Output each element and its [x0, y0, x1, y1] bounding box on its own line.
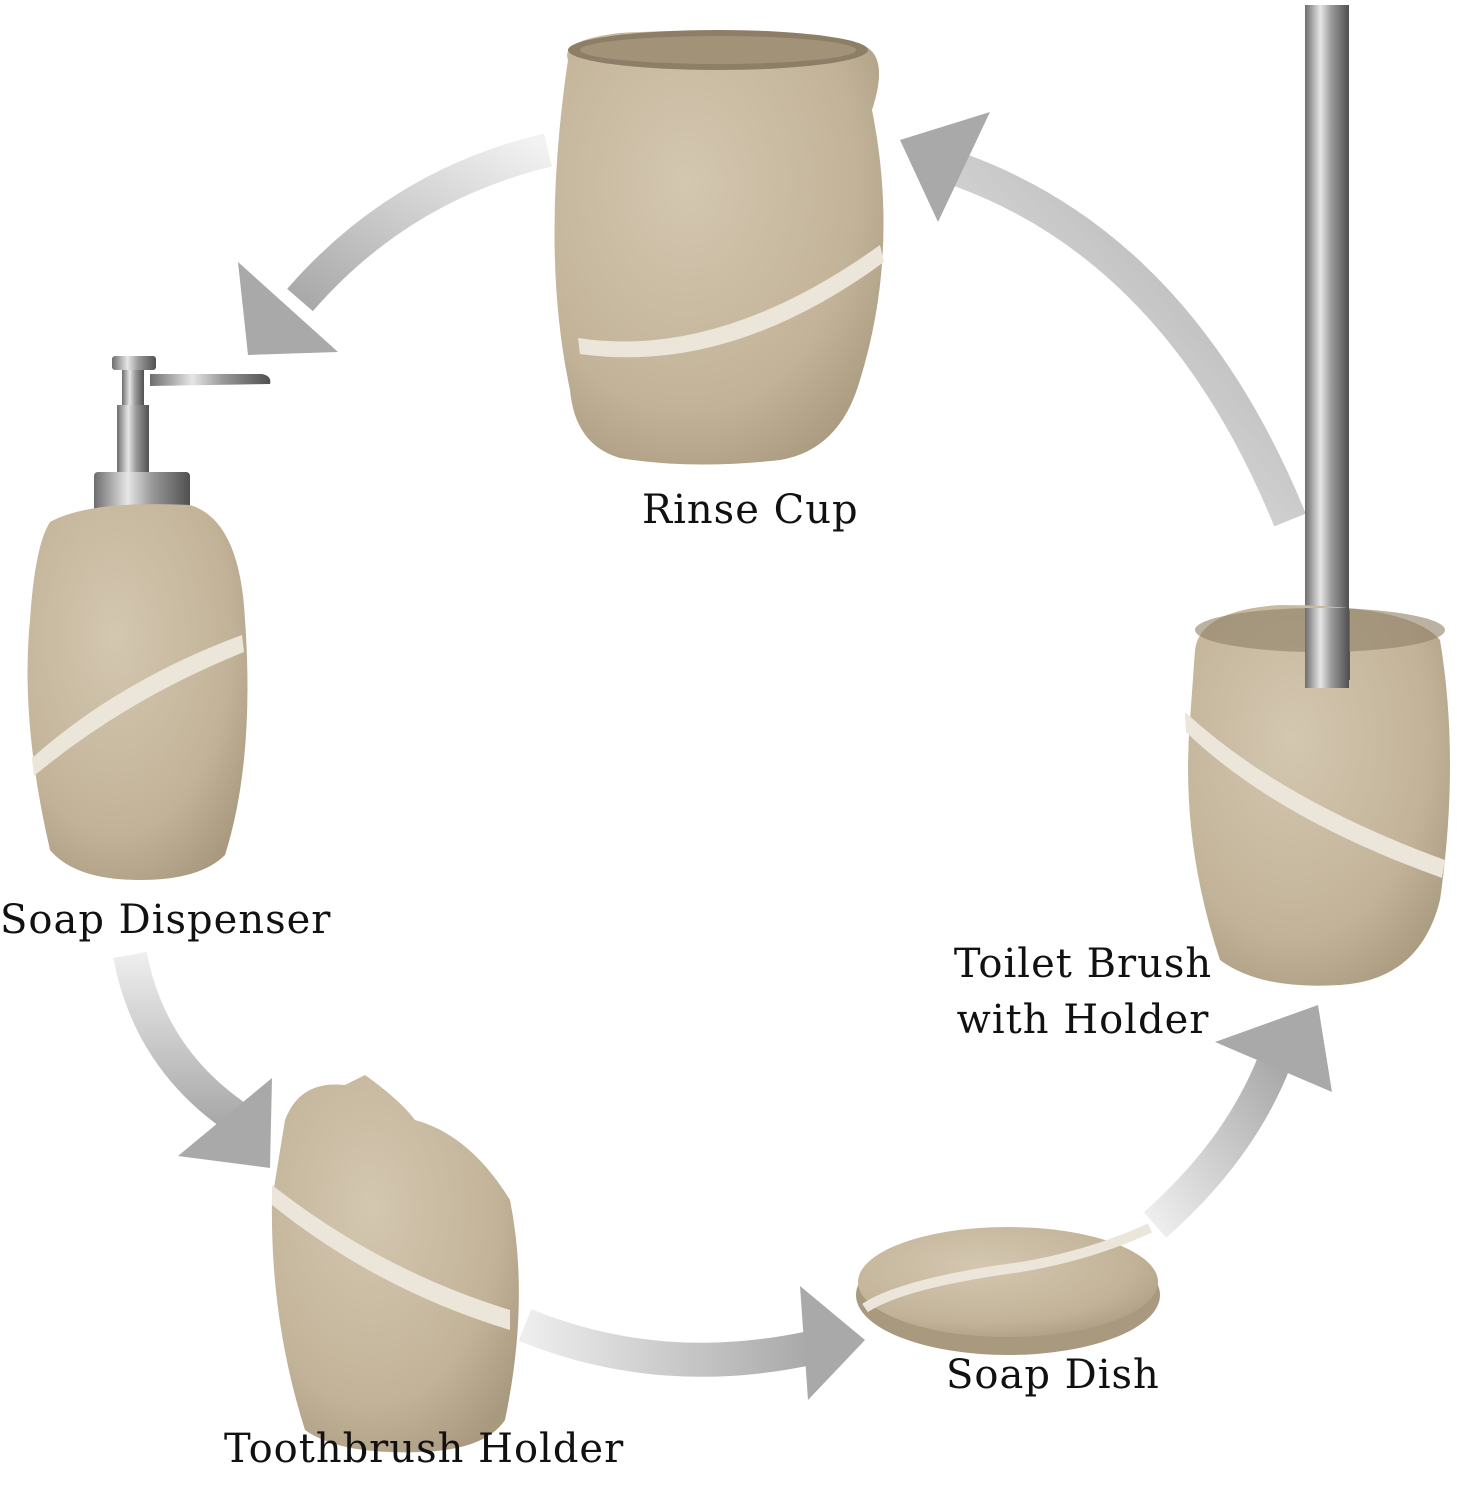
arrow-dispenser-to-toothbrush [113, 951, 272, 1168]
rinse-cup-image [554, 30, 884, 465]
toothbrush-holder-image [271, 1075, 519, 1453]
toilet-brush-label: Toilet Brush with Holder [948, 936, 1218, 1048]
arrow-brush-to-cup [900, 112, 1306, 527]
soap-dish-image [856, 1223, 1160, 1355]
toilet-brush-label-line1: Toilet Brush [953, 941, 1213, 987]
toothbrush-holder-label: Toothbrush Holder [224, 1426, 625, 1472]
soap-dish-label: Soap Dish [946, 1352, 1160, 1398]
toilet-brush-image [1185, 5, 1450, 986]
arrow-cup-to-dispenser [238, 133, 552, 355]
arrow-dish-to-brush [1143, 1005, 1332, 1238]
soap-dispenser-image [27, 356, 271, 880]
rinse-cup-label: Rinse Cup [642, 487, 859, 533]
soap-dispenser-label: Soap Dispenser [0, 897, 332, 943]
toilet-brush-label-line2: with Holder [956, 997, 1210, 1043]
arrow-toothbrush-to-dish [518, 1286, 865, 1400]
